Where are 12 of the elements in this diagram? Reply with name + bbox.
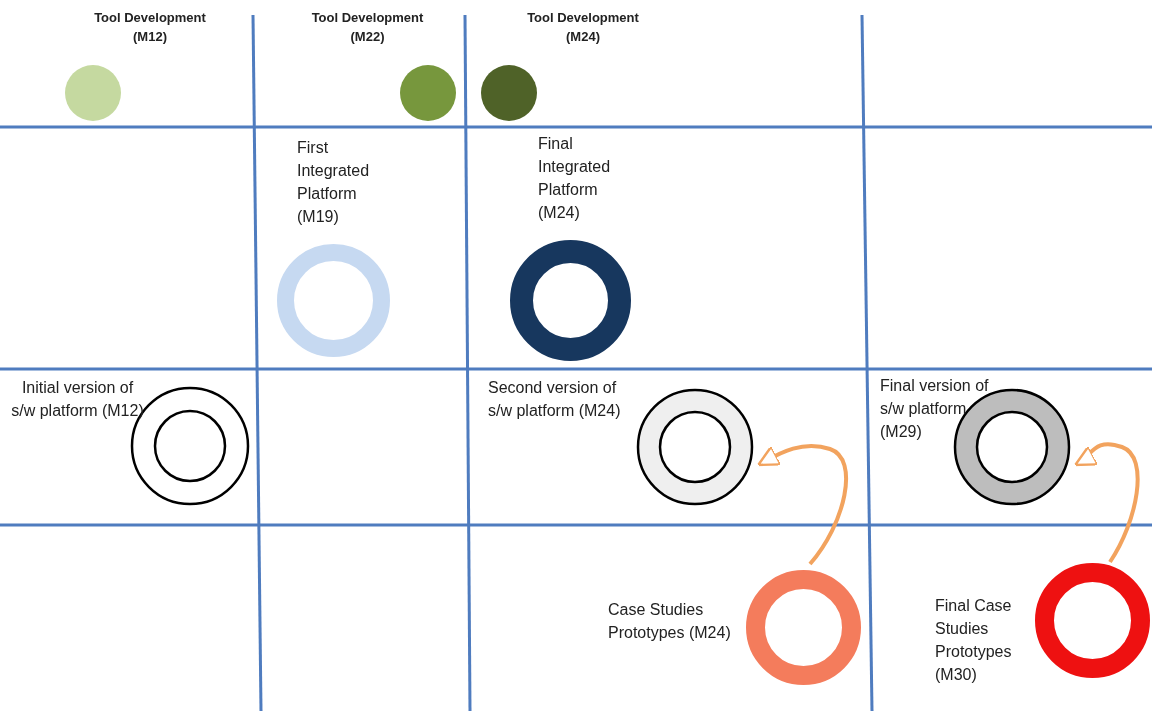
milestone-label: Initial version of s/w platform (M12) xyxy=(10,378,145,421)
milestone-label: Final Case Studies Prototypes (M30) xyxy=(935,596,1013,685)
milestone-label: Tool Development (M24) xyxy=(526,9,640,46)
curved-arrow xyxy=(757,444,848,566)
milestone-label: Tool Development (M22) xyxy=(310,9,425,46)
milestone-label: Final Integrated Platform (M24) xyxy=(538,134,612,223)
curved-arrow xyxy=(1074,442,1140,564)
milestone-label: First Integrated Platform (M19) xyxy=(297,138,371,227)
milestone-label: Final version of s/w platform (M29) xyxy=(880,376,990,442)
milestone-label: Case Studies Prototypes (M24) xyxy=(608,600,732,643)
milestone-label: Tool Development (M12) xyxy=(93,9,207,46)
milestone-label: Second version of s/w platform (M24) xyxy=(488,378,622,421)
